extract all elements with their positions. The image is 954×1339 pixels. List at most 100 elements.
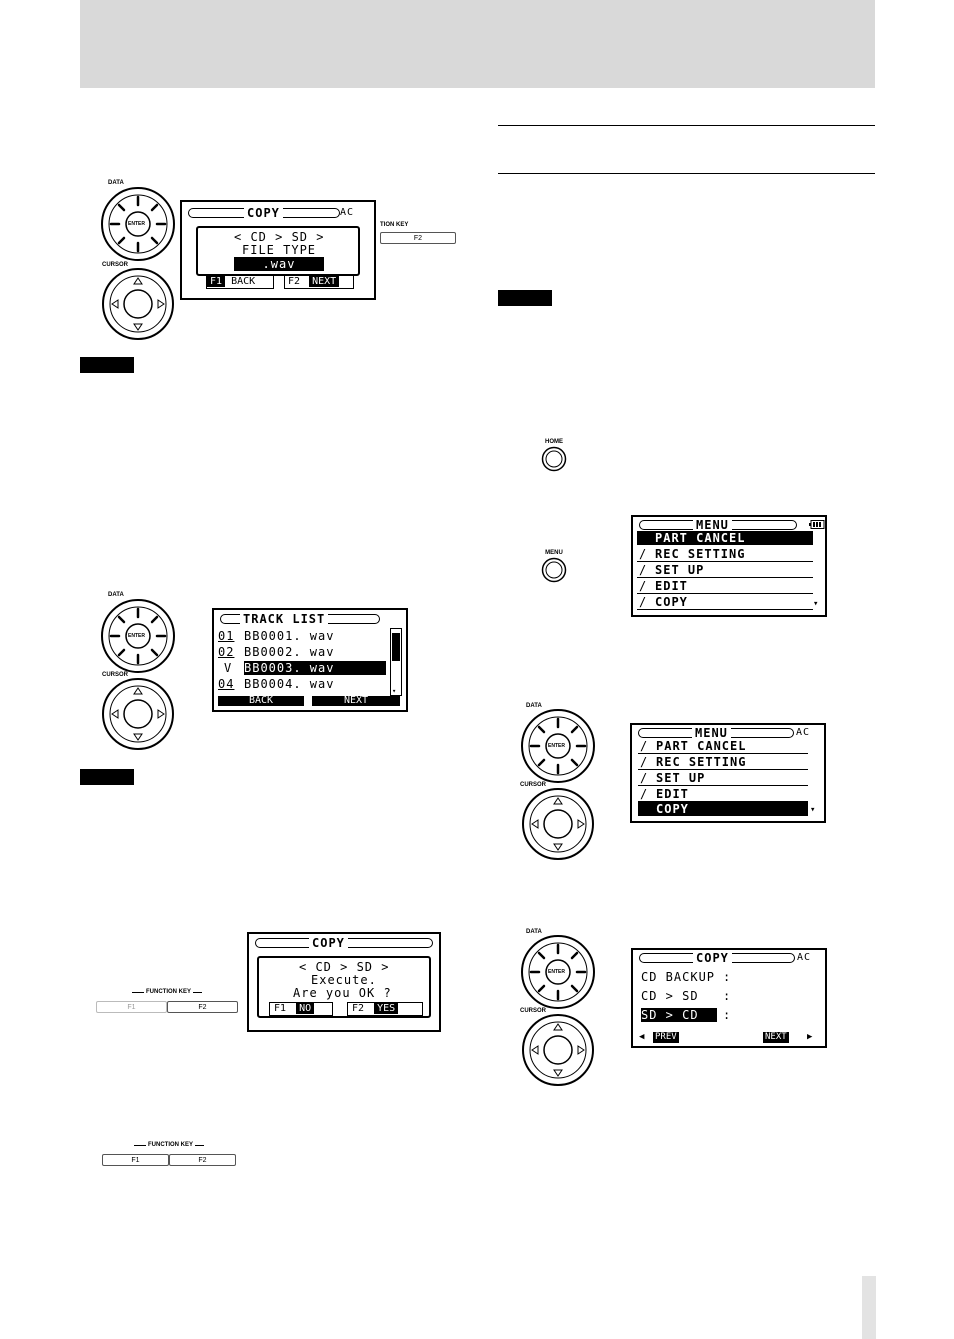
dialog-box: < CD > SD > Execute. Are you OK ? F1 NO … [257,956,431,1018]
f2-yes-softkey[interactable]: F2 YES [347,1002,423,1016]
scroll-down-icon: ▾ [392,687,397,695]
function-key-group-1: FUNCTION KEY F1 F2 [96,989,238,1015]
lcd-menu-2: MENU AC / PART CANCEL / REC SETTING / SE… [630,723,826,823]
f1-no-softkey[interactable]: F1 NO [269,1002,333,1016]
data-dial-label: DATA [526,929,542,935]
track-row[interactable]: 02 BB0002. wav [218,644,386,660]
enter-key-label: ENTER [128,221,145,227]
menu-item-part-cancel[interactable]: / PART CANCEL [638,739,808,754]
track-filename: BB0001. wav [244,629,335,643]
prev-arrow-icon: ◀ [639,1032,645,1042]
home-button-icon[interactable] [541,446,567,472]
back-label: BACK [231,276,256,287]
f2-next-softkey[interactable]: F2 NEXT [284,275,354,289]
data-dial-icon[interactable] [520,708,596,784]
menu-item-edit[interactable]: / EDIT [638,787,808,802]
slash-icon: / [639,563,648,577]
lcd-menu-1: MENU PART CANCEL / REC SETTING / SET UP … [631,515,827,617]
copy-option-sep: : [723,970,732,984]
menu-item-set-up[interactable]: / SET UP [637,563,813,578]
execute-message: Execute. [311,973,377,987]
function-key-label: FUNCTION KEY [146,1142,195,1148]
track-row[interactable]: 01 BB0001. wav [218,628,386,644]
file-type-label: FILE TYPE [242,243,317,257]
menu-item-label: EDIT [656,787,689,801]
note-tag [80,357,134,373]
data-dial-icon[interactable] [100,598,176,674]
cursor-pad-icon[interactable] [100,678,176,750]
slash-icon: / [640,739,649,753]
menu-item-edit[interactable]: / EDIT [637,579,813,594]
menu-item-rec-setting[interactable]: / REC SETTING [638,755,808,770]
slash-icon: / [640,755,649,769]
scroll-down-icon: ▾ [810,805,816,815]
data-dial-label: DATA [526,703,542,709]
yes-label: YES [374,1003,399,1014]
lcd-copy-select: COPY AC CD BACKUP : CD > SD : SD > CD : … [631,948,827,1048]
menu-item-copy[interactable]: / COPY [637,595,813,610]
screen-title: MENU [693,519,732,531]
f1-key[interactable]: F1 [102,1154,169,1166]
copy-option-row[interactable]: CD > SD : [641,989,751,1003]
copy-option-row-selected[interactable]: SD > CD : [641,1008,751,1022]
back-softkey[interactable]: BACK [218,696,304,706]
f1-back-softkey[interactable]: F1 BACK [206,275,274,289]
note-tag [498,290,552,306]
copy-option-row[interactable]: CD BACKUP : [641,970,751,984]
slash-icon: / [640,771,649,785]
lcd-track-list: TRACK LIST 01 BB0001. wav 02 BB0002. wav… [212,608,408,712]
menu-item-label: COPY [656,802,689,816]
next-label: NEXT [309,276,340,287]
header-band [80,0,875,88]
enter-key-label: ENTER [128,633,145,639]
f2-key[interactable]: F2 [169,1154,236,1166]
track-selected-mark: V [224,661,233,675]
enter-key-label: ENTER [548,743,565,749]
next-softkey[interactable]: NEXT [312,696,400,706]
copy-route: < CD > SD > [299,960,390,974]
enter-key-label: ENTER [548,969,565,975]
data-dial-icon[interactable] [520,934,596,1010]
data-dial-icon[interactable] [100,186,176,262]
dialog-box: < CD > SD > FILE TYPE .wav [196,226,360,276]
track-row[interactable]: 04 BB0004. wav [218,676,386,692]
ac-power-indicator: AC [797,952,812,963]
section-rule-top [498,125,875,126]
track-filename: BB0003. wav [244,661,386,675]
cursor-pad-icon[interactable] [520,788,596,860]
menu-item-label: PART CANCEL [656,739,747,753]
menu-item-copy[interactable]: COPY [638,802,808,816]
slash-icon: / [639,595,648,609]
menu-item-label: SET UP [656,771,706,785]
file-type-value[interactable]: .wav [234,257,324,271]
cursor-pad-label: CURSOR [102,672,129,678]
menu-item-rec-setting[interactable]: / REC SETTING [637,547,813,562]
control-group-2: DATA ENTER CURSOR [100,592,180,752]
function-key-label: FUNCTION KEY [144,989,193,995]
track-number: 01 [218,629,235,643]
menu-item-part-cancel[interactable]: PART CANCEL [637,531,813,545]
next-softkey[interactable]: NEXT ▶ [763,1032,823,1043]
control-group-3: DATA ENTER CURSOR [520,703,600,863]
cursor-pad-icon[interactable] [100,268,176,340]
copy-option-label: CD > SD [641,989,699,1003]
control-group-4: DATA ENTER CURSOR [520,929,600,1089]
menu-item-set-up[interactable]: / SET UP [638,771,808,786]
scrollbar[interactable]: ▾ [390,628,402,696]
next-label: NEXT [763,1032,789,1043]
copy-option-sep: : [723,1008,732,1022]
cursor-pad-icon[interactable] [520,1014,596,1086]
menu-button-icon[interactable] [541,557,567,583]
f1-key[interactable]: F1 [96,1001,167,1013]
track-filename: BB0002. wav [244,645,335,659]
f2-key[interactable]: F2 [380,232,456,244]
track-row-selected[interactable]: V BB0003. wav [218,660,386,676]
f2-key[interactable]: F2 [167,1001,238,1013]
scrollbar-thumb[interactable] [392,633,400,661]
prev-softkey[interactable]: ◀ PREV [639,1032,697,1043]
cursor-pad-label: CURSOR [520,1008,547,1014]
lcd-copy-filetype: COPY AC < CD > SD > FILE TYPE .wav F1 BA… [180,200,376,300]
screen-title: COPY [693,952,732,964]
copy-route: < CD > SD > [234,230,325,244]
copy-option-label: SD > CD [641,1008,717,1022]
